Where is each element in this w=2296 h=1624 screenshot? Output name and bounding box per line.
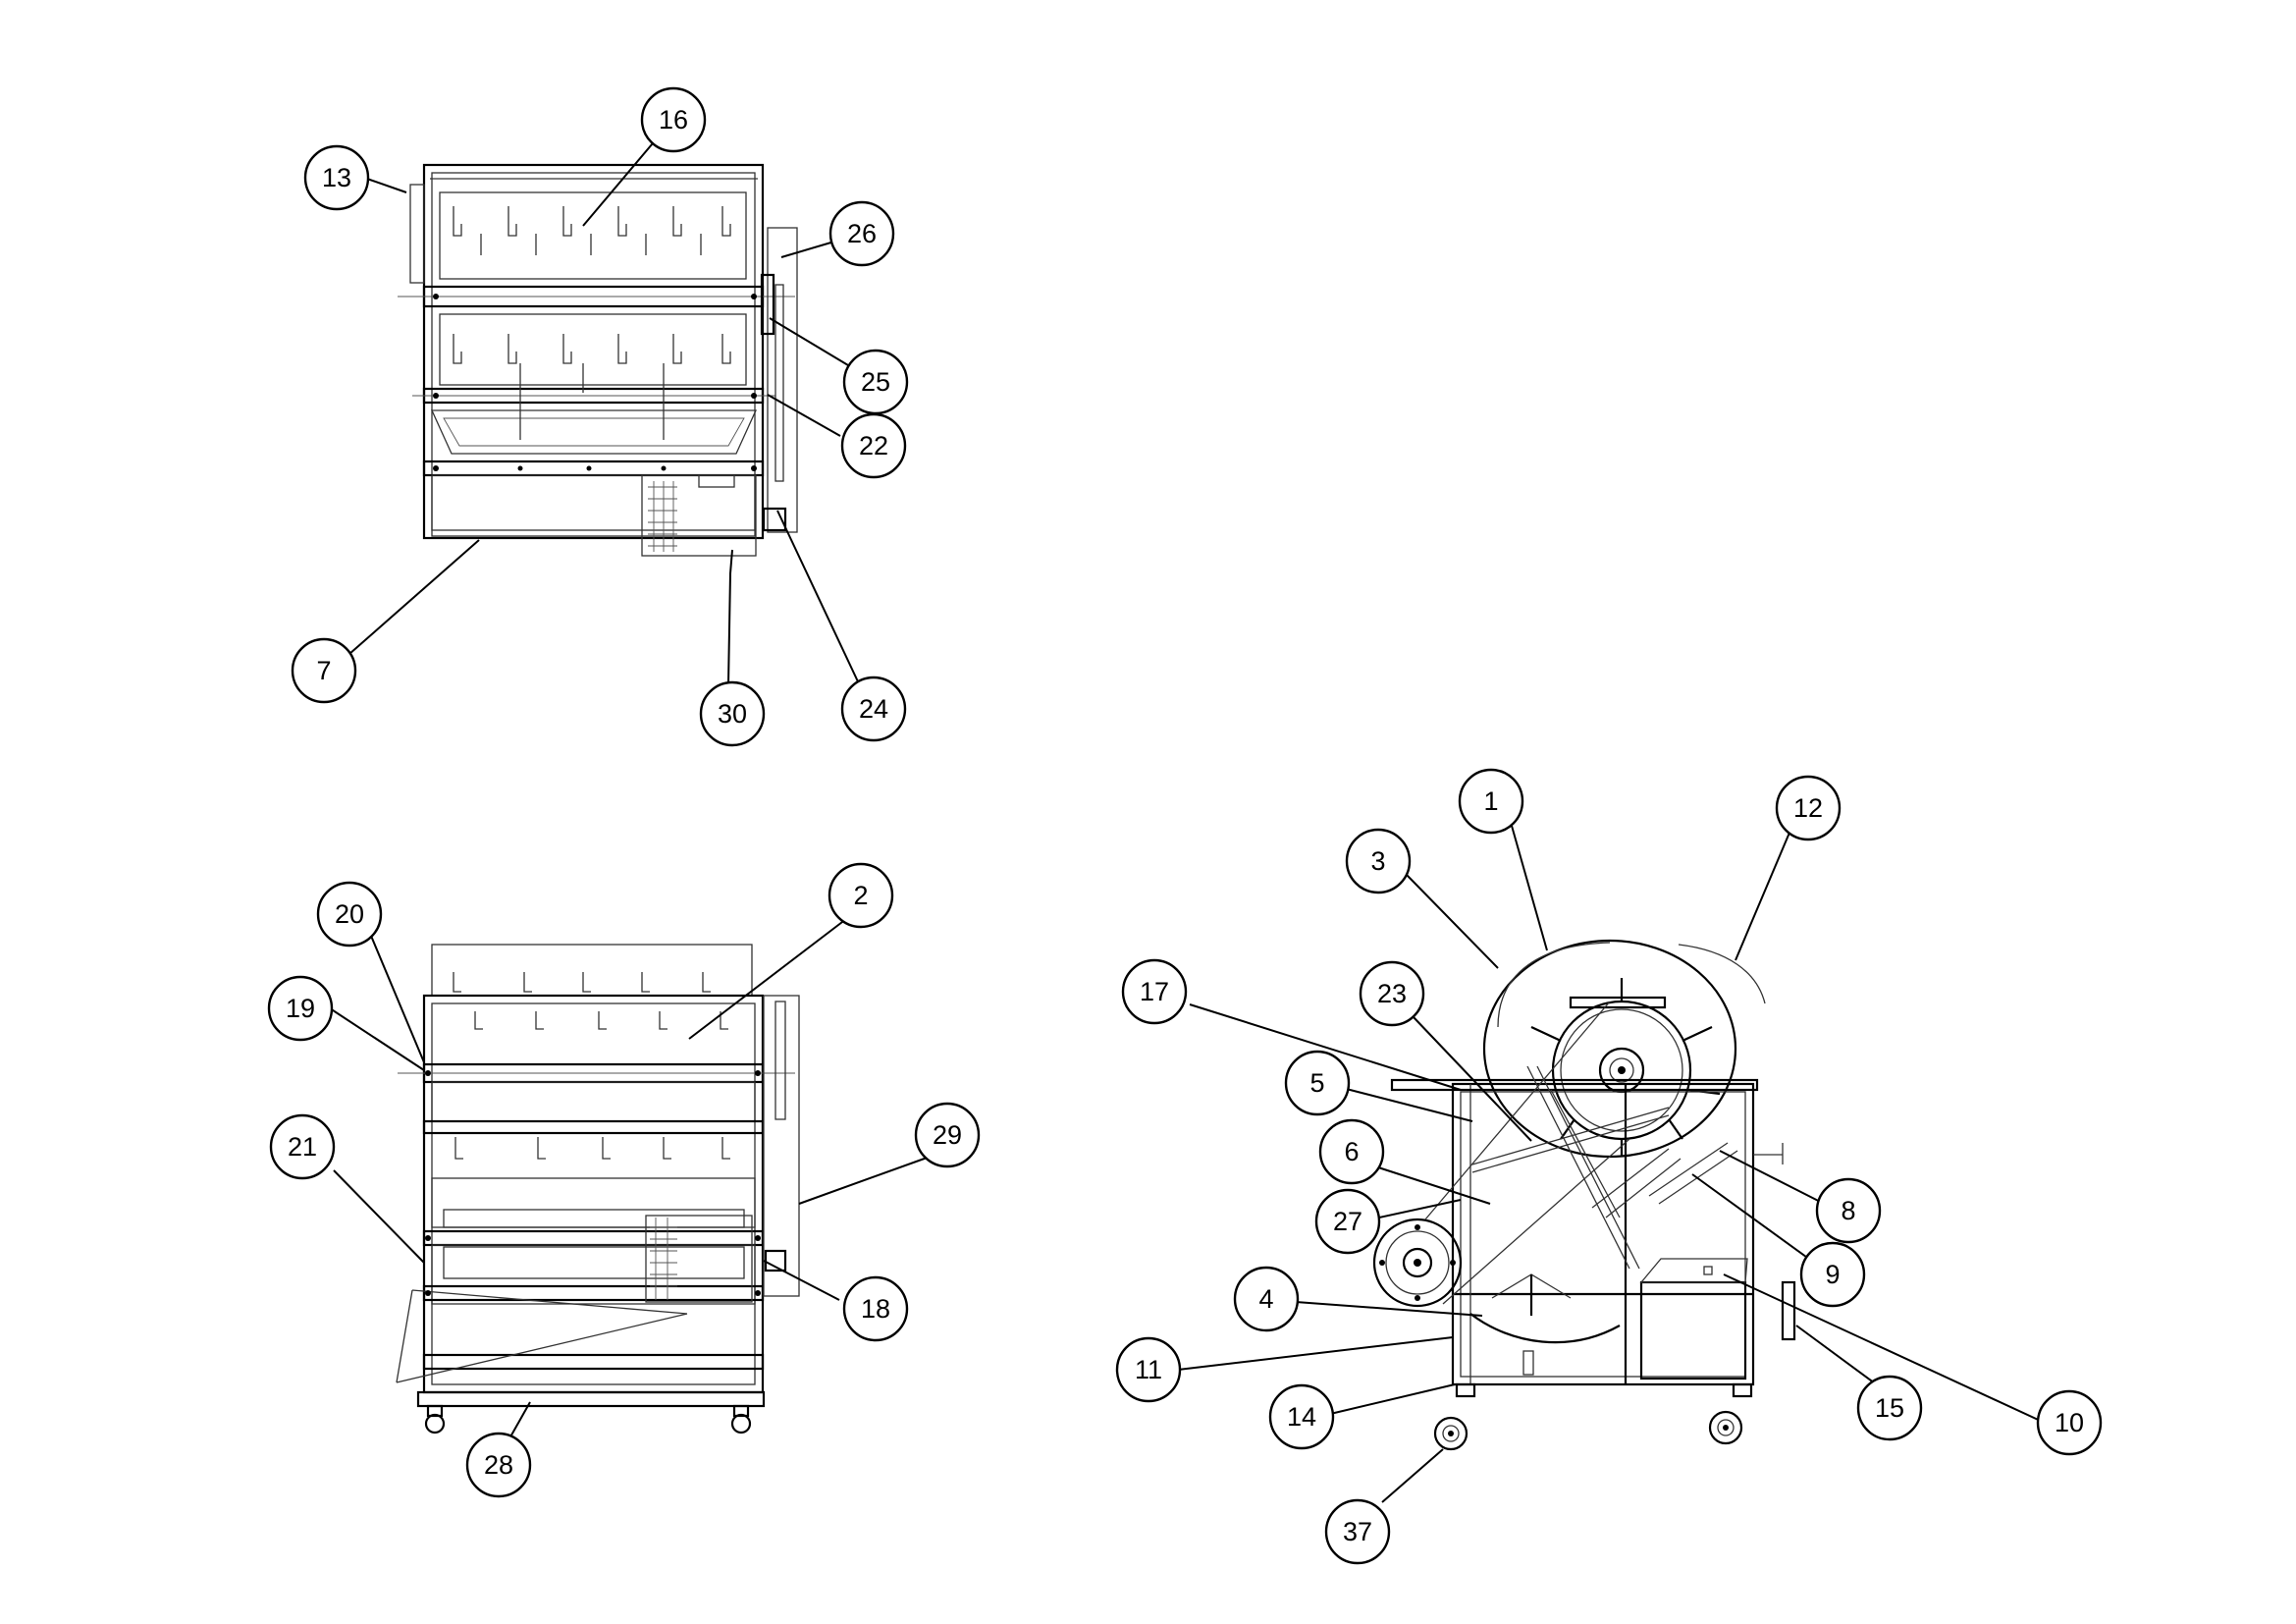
callout-22: 22 [840,412,907,479]
callout-6: 6 [1318,1118,1385,1185]
svg-text:13: 13 [322,163,351,192]
svg-text:11: 11 [1135,1355,1162,1384]
svg-text:18: 18 [861,1294,890,1324]
wheel-left [1433,1416,1468,1451]
svg-text:19: 19 [286,994,315,1023]
svg-text:9: 9 [1825,1260,1840,1289]
svg-text:10: 10 [2055,1408,2084,1437]
callout-23: 23 [1359,960,1425,1027]
callout-2: 2 [828,862,894,929]
callout-25: 25 [842,349,909,415]
svg-text:30: 30 [718,699,747,729]
svg-text:6: 6 [1344,1137,1359,1166]
callout-4: 4 [1233,1266,1300,1332]
svg-text:3: 3 [1370,846,1385,876]
leader-lines [323,136,2048,1503]
callout-3: 3 [1345,828,1412,894]
svg-text:12: 12 [1793,793,1823,823]
callout-15: 15 [1856,1375,1923,1441]
callout-26: 26 [828,200,895,267]
callout-11: 11 [1115,1336,1182,1403]
svg-text:1: 1 [1483,786,1498,816]
callout-12: 12 [1775,775,1842,841]
svg-text:2: 2 [853,881,868,910]
callout-19: 19 [267,975,334,1042]
svg-text:28: 28 [484,1450,513,1480]
svg-text:22: 22 [859,431,888,460]
caster-right [730,1404,752,1435]
front-view [398,163,798,557]
svg-text:25: 25 [861,367,890,397]
caster-left [424,1404,446,1435]
svg-text:4: 4 [1258,1284,1273,1314]
callout-14: 14 [1268,1383,1335,1450]
svg-text:14: 14 [1287,1402,1316,1432]
svg-text:16: 16 [659,105,688,135]
wheel-right [1708,1410,1743,1445]
callout-37: 37 [1324,1498,1391,1565]
svg-text:15: 15 [1875,1393,1904,1423]
svg-text:7: 7 [316,656,331,685]
svg-text:17: 17 [1140,977,1169,1006]
side-view [1372,939,1796,1451]
callout-17: 17 [1121,958,1188,1025]
callout-27: 27 [1314,1188,1381,1255]
callout-5: 5 [1284,1050,1351,1116]
callout-28: 28 [465,1432,532,1498]
callout-21: 21 [269,1113,336,1180]
callout-7: 7 [291,637,357,704]
svg-text:21: 21 [288,1132,317,1162]
callout-9: 9 [1799,1241,1866,1308]
callout-10: 10 [2036,1389,2103,1456]
svg-text:37: 37 [1343,1517,1372,1546]
callout-30: 30 [699,680,766,747]
svg-text:29: 29 [933,1120,962,1150]
svg-text:20: 20 [335,899,364,929]
callout-1: 1 [1458,768,1524,835]
callout-16: 16 [640,86,707,153]
svg-text:24: 24 [859,694,888,724]
callout-29: 29 [914,1102,981,1168]
rear-view [396,944,800,1435]
callout-8: 8 [1815,1177,1882,1244]
callout-24: 24 [840,676,907,742]
callout-13: 13 [303,144,370,211]
svg-text:23: 23 [1377,979,1407,1008]
svg-text:8: 8 [1841,1196,1855,1225]
svg-text:27: 27 [1333,1207,1362,1236]
callout-bubbles: 13 16 26 25 22 7 30 24 20 2 19 29 21 18 … [267,86,2103,1565]
svg-text:5: 5 [1309,1068,1324,1098]
svg-text:26: 26 [847,219,877,248]
callout-18: 18 [842,1275,909,1342]
callout-20: 20 [316,881,383,947]
